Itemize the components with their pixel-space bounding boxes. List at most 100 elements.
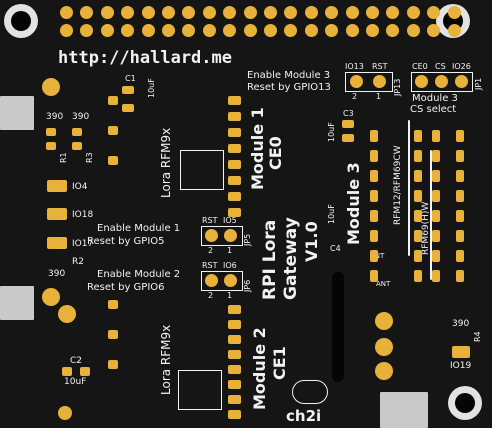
gpio-pin	[386, 6, 400, 19]
module2-left-pin-row	[108, 300, 122, 420]
module3-pad	[370, 250, 378, 262]
module2-sub: CE1	[270, 346, 289, 380]
module3-pad	[456, 250, 464, 262]
module3-pad	[414, 270, 422, 282]
gpio-header	[60, 6, 470, 40]
cs-jumper-pin-cs[interactable]	[435, 75, 448, 88]
module-pad	[228, 365, 241, 374]
cloud-logo-icon	[292, 380, 328, 404]
gpio-pin	[406, 6, 420, 19]
board-logo-text: ch2i	[286, 407, 322, 425]
module1-jumper-name: JP5	[243, 233, 252, 246]
module2-jumper-pin1[interactable]	[224, 274, 237, 287]
module-pad	[228, 128, 241, 137]
gpio-pin	[80, 6, 94, 19]
r1-label: R1	[59, 152, 68, 163]
module1-pin2-label: 2	[208, 246, 214, 255]
module2-label: Module 2	[250, 327, 269, 410]
gpio-pin	[141, 6, 155, 19]
io19-label: IO19	[450, 361, 472, 371]
module3-pad	[432, 190, 440, 202]
module3-pad	[432, 150, 440, 162]
cs-caption-1: Module 3	[412, 93, 458, 104]
gpio-pin	[60, 6, 73, 19]
sma-pad-2	[42, 288, 60, 306]
module1-jumper-pin1[interactable]	[224, 229, 237, 242]
gpio-pin	[345, 6, 359, 19]
mount-hole-bottom-right-center	[455, 393, 475, 413]
io4-label: IO4	[72, 182, 88, 192]
module3-pad	[432, 250, 440, 262]
cs-jumper-pin-io26[interactable]	[455, 75, 468, 88]
module-pad	[228, 320, 241, 329]
gpio-pin	[141, 24, 155, 37]
module2-jumper-name: JP6	[243, 279, 252, 292]
ant-label-2: ANT	[376, 280, 391, 288]
led-io18-pad	[47, 208, 67, 220]
c2-label: C2	[70, 356, 83, 366]
c4-value: 10uF	[327, 204, 336, 224]
module3-enable-line1: Enable Module 3	[247, 70, 331, 81]
module3-pad	[456, 190, 464, 202]
io17-label: IO17	[72, 239, 94, 249]
r1-res-value: 390	[46, 112, 64, 122]
io18-label: IO18	[72, 210, 94, 220]
gpio-pin	[325, 6, 339, 19]
gpio-pin	[100, 6, 114, 19]
c1-pad-b	[122, 104, 134, 112]
module2-jumper-pin2[interactable]	[205, 274, 218, 287]
module3-jumper-pin2[interactable]	[350, 75, 363, 88]
module3-pin1-label: 1	[376, 92, 382, 101]
module-pad	[228, 112, 241, 121]
gpio-pin	[427, 6, 441, 19]
r1-pad-a	[46, 128, 56, 136]
c2-pad-b	[80, 367, 90, 376]
ant-pad-3	[375, 362, 393, 380]
module-pad	[108, 156, 118, 165]
module2-chip: Lora RFM9x	[159, 324, 173, 395]
gpio-pin	[345, 24, 359, 37]
module3-enable-line2: Reset by GPIO13	[247, 82, 331, 93]
gpio-pin	[243, 24, 257, 37]
module1-sub: CE0	[266, 136, 285, 170]
module-pad	[228, 160, 241, 169]
gpio-pin	[80, 24, 94, 37]
gpio-pin	[202, 24, 216, 37]
module3-pad	[370, 130, 378, 142]
cs-jumper-pin-ce0[interactable]	[415, 75, 428, 88]
gpio-pin	[243, 6, 257, 19]
sma-pad-1	[42, 78, 60, 96]
module1-jumper-right: IO5	[223, 216, 237, 225]
cs-label-cs: CS	[435, 62, 446, 71]
module-pad	[228, 395, 241, 404]
module-pad	[228, 380, 241, 389]
gpio-pin	[223, 6, 237, 19]
module1-chip: Lora RFM9x	[159, 127, 173, 198]
module1-jumper-pin2[interactable]	[205, 229, 218, 242]
module3-jumper-pin1[interactable]	[373, 75, 386, 88]
module1-enable-line1: Enable Module 1	[97, 223, 181, 234]
cs-jumper-outline	[411, 72, 473, 92]
module2-pin2-label: 2	[208, 291, 214, 300]
gpio-pin	[100, 24, 114, 37]
c3-label: C3	[343, 109, 354, 118]
module3-pad	[370, 270, 378, 282]
module2-chip-outline	[178, 370, 222, 410]
board-slot	[332, 272, 344, 382]
module-pad	[228, 208, 241, 217]
sma-connector-bottom-left	[0, 286, 34, 320]
module3-pad	[370, 210, 378, 222]
module3-pad	[432, 270, 440, 282]
sma-pad-3	[58, 305, 76, 323]
module3-pin2-label: 2	[352, 92, 358, 101]
c1-value: 10uF	[147, 78, 156, 98]
gpio-pin	[284, 6, 298, 19]
gpio-pin	[447, 6, 461, 19]
module2-pin1-label: 1	[227, 291, 233, 300]
module3-pad	[432, 210, 440, 222]
module3-pad	[370, 190, 378, 202]
module-pad	[228, 96, 241, 105]
gpio-pin	[162, 6, 175, 19]
module3-label: Module 3	[344, 162, 363, 245]
